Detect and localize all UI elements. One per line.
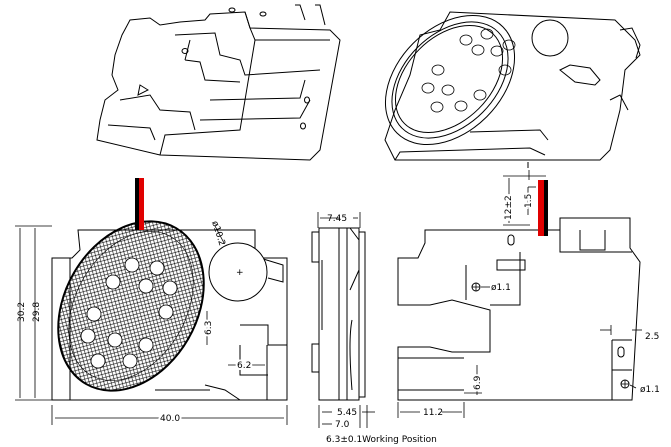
dim-slot-width: 6.2 — [237, 361, 251, 371]
dim-lead-length: 12±2 — [504, 195, 514, 220]
dim-block-height: 6.9 — [473, 375, 483, 390]
mount-holes — [471, 282, 630, 389]
dim-height-outer: 30.2 — [17, 302, 27, 322]
side-dimension-lines — [317, 212, 375, 428]
black-wire — [135, 178, 139, 230]
dim-strip-length: 1.5 — [524, 194, 534, 208]
hole-2-label: ø1.1 — [640, 385, 660, 395]
dim-height-inner: 29.8 — [32, 302, 42, 322]
dim-total-thickness: 7.0 — [335, 420, 350, 430]
working-position-caption: 6.3±0.1Working Position — [326, 435, 437, 445]
red-wire — [139, 178, 144, 230]
speaker-holes-front — [80, 257, 178, 369]
rear-view — [397, 217, 641, 401]
dim-slot-height: 6.3 — [204, 321, 214, 335]
red-lead — [538, 180, 544, 236]
port-circle — [208, 242, 268, 302]
side-view — [311, 227, 366, 401]
center-mark: + — [236, 268, 244, 278]
dim-top-thickness: 7.45 — [327, 214, 347, 224]
dim-width: 40.0 — [160, 414, 180, 424]
front-dimension-lines — [15, 225, 288, 425]
port-diameter-label: ø10.2 — [209, 220, 226, 247]
port-opening — [531, 19, 569, 57]
speaker-holes-iso — [421, 28, 516, 113]
black-lead — [544, 180, 548, 236]
isometric-front-view — [384, 11, 641, 168]
hole-1-label: ø1.1 — [491, 283, 511, 293]
speaker-rim — [384, 14, 516, 146]
isometric-back-view — [96, 4, 341, 161]
speaker-grille — [57, 220, 205, 392]
dim-mid-thickness: 5.45 — [337, 408, 357, 418]
dim-block-width: 11.2 — [423, 408, 443, 418]
dim-edge-offset: 2.5 — [645, 332, 659, 342]
rear-dimension-lines — [397, 170, 642, 418]
